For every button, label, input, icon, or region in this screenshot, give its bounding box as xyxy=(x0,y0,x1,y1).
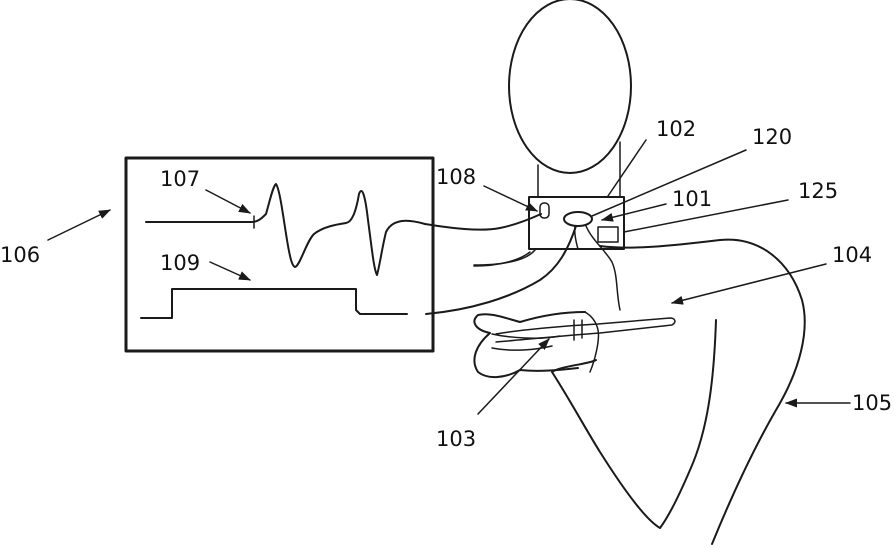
ecg-lead xyxy=(425,214,541,230)
arrow-101 xyxy=(602,204,666,220)
label-101: 101 xyxy=(672,187,712,211)
label-125: 125 xyxy=(798,179,838,203)
arrow-106 xyxy=(48,210,110,240)
neck-cable xyxy=(575,226,578,249)
arrow-104 xyxy=(672,264,826,303)
cables xyxy=(425,214,620,314)
element-125 xyxy=(598,227,618,242)
label-120: 120 xyxy=(752,125,792,149)
element-120 xyxy=(564,212,592,226)
body-outline xyxy=(474,240,805,544)
label-109: 109 xyxy=(160,251,200,275)
label-106: 106 xyxy=(0,243,40,267)
label-107: 107 xyxy=(160,167,200,191)
arrow-109 xyxy=(210,262,250,280)
label-104: 104 xyxy=(832,243,872,267)
pulse-lead xyxy=(426,226,576,314)
arrow-107 xyxy=(206,190,250,213)
pulse-waveform xyxy=(141,289,407,318)
label-103: 103 xyxy=(436,427,476,451)
forearm-inner xyxy=(552,320,716,528)
label-102: 102 xyxy=(656,117,696,141)
label-105: 105 xyxy=(852,391,892,415)
wrist-band-clasp xyxy=(574,320,582,340)
element-108 xyxy=(540,203,549,218)
head xyxy=(509,0,631,173)
wrist-cable xyxy=(586,226,620,310)
label-108: 108 xyxy=(436,165,476,189)
collar-lead-left xyxy=(474,250,535,265)
leader-120 xyxy=(592,150,746,216)
